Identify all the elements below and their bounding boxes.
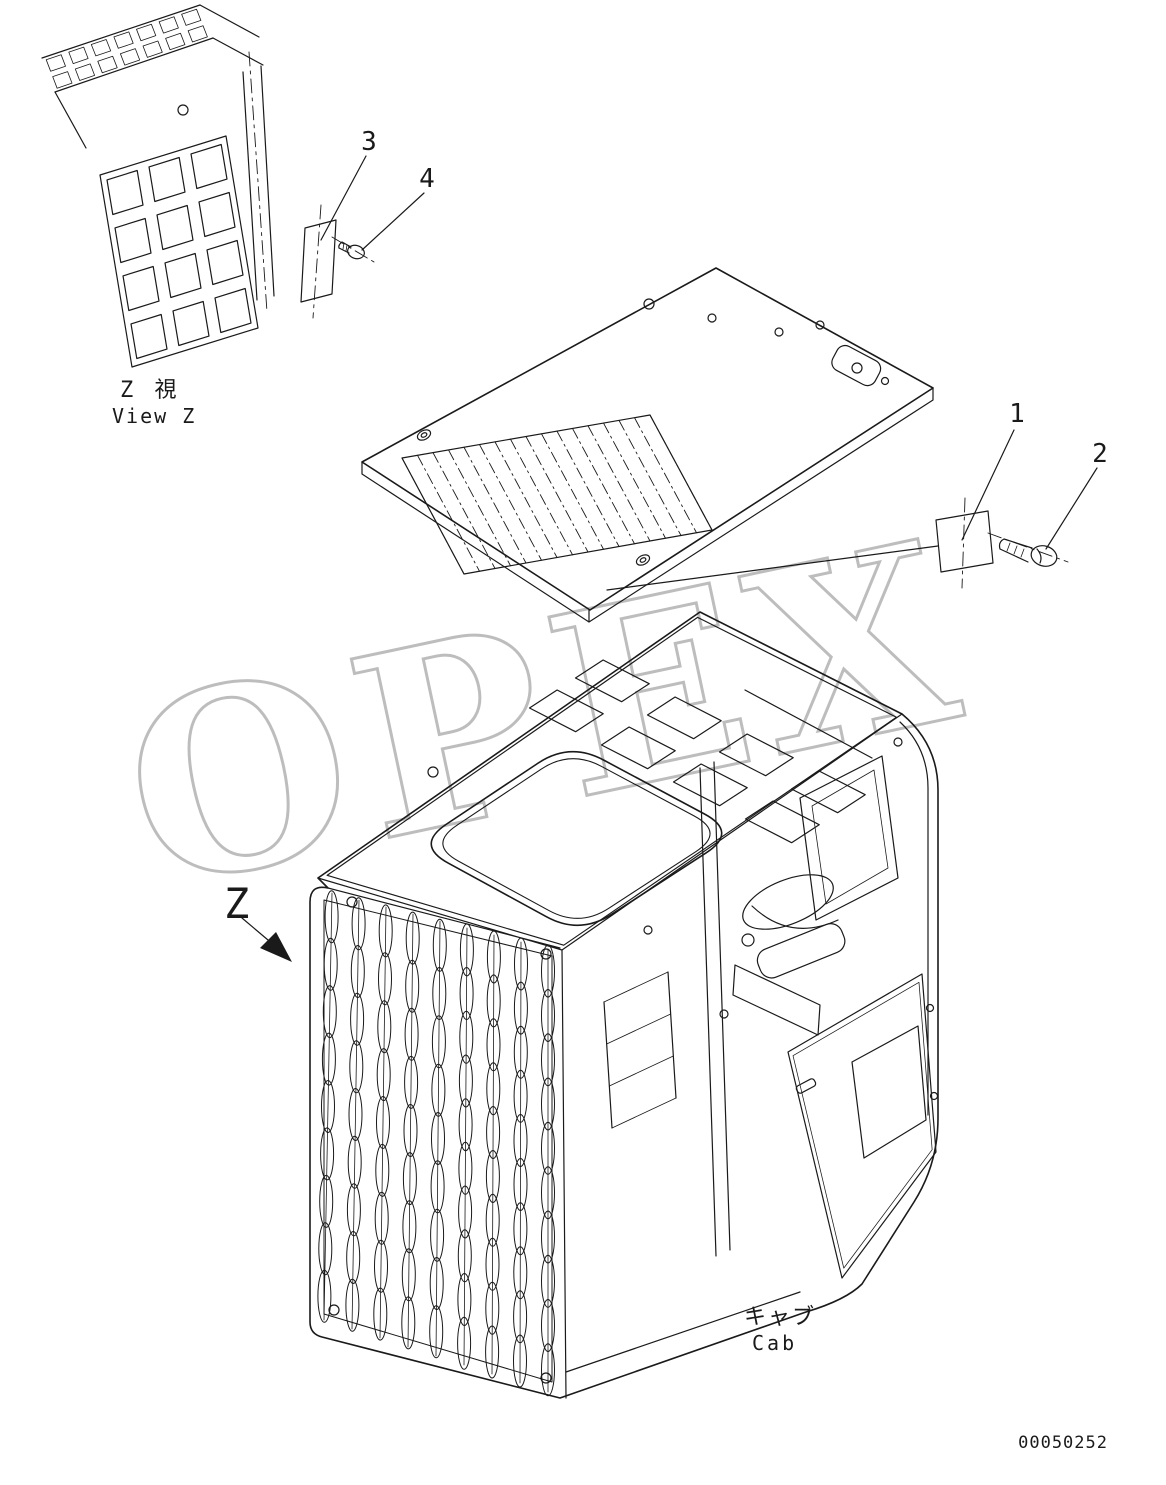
watermark-text: OPEX [102,482,991,946]
top-cover-holes [416,298,890,566]
top-cover-grating [401,414,713,575]
detail-plate [300,219,337,303]
detail-plate-centerline [312,204,322,319]
cab-label-en: Cab [752,1331,797,1355]
detail-roof-grating [41,4,214,93]
callout-1-number[interactable]: 1 [1009,399,1025,429]
detail-screw [331,236,375,263]
top-cover-panel: 1 2 [361,267,1108,623]
callout-1-leader [961,429,1015,541]
door-hinge-top [925,1003,935,1013]
skylight-window [430,750,723,927]
roof-structure-grid [528,659,866,844]
front-guard [317,890,567,1399]
cab-drawing: Z キャブ Cab [224,611,939,1399]
interior-ladder [603,971,677,1129]
detail-view-z: 3 4 Z 視 View Z [41,4,435,428]
door-window [851,1025,927,1159]
cover-screw [987,532,1069,567]
callout-3-number[interactable]: 3 [361,127,377,157]
skylight-inner-frame [442,758,711,919]
detail-view-title-jp: Z 視 [120,378,181,403]
cab-bolts [328,737,903,1384]
callout-4-leader [361,192,425,251]
title-block: 00050252 [1018,1433,1108,1453]
cab-interior [603,689,899,1257]
door-handle [795,1078,817,1094]
detail-view-title-en: View Z [112,404,196,428]
cab-label-jp: キャブ [744,1305,816,1330]
rear-pillar-inner-edge [899,721,929,1116]
detail-guard-grid [99,135,259,368]
detail-post-centerline [248,51,268,313]
callout-3-leader [320,155,367,241]
callout-2-leader [1045,467,1098,550]
view-z-arrow-head [260,932,292,962]
cab-base-line [565,1291,801,1373]
roof-inner-edge [326,616,898,946]
top-cover-outline [361,267,934,611]
cab-outline [309,611,939,1399]
guard-mesh-pattern [317,890,555,1397]
cover-plate-centerline [961,497,966,589]
drawing-number: 00050252 [1018,1433,1108,1453]
top-cover-thickness-edge [361,387,934,623]
callout-4-number[interactable]: 4 [419,164,435,194]
detail-bolt-hole [177,104,189,116]
callout-2-number[interactable]: 2 [1092,439,1108,469]
detail-roof-corner-lines [54,4,264,149]
view-z-arrow-shaft [241,917,269,941]
cab-door [787,973,939,1279]
cover-plate [935,510,994,573]
plate-locator-line [606,545,939,591]
detail-corner-post [242,65,275,301]
door-hinge-bottom [929,1091,939,1101]
